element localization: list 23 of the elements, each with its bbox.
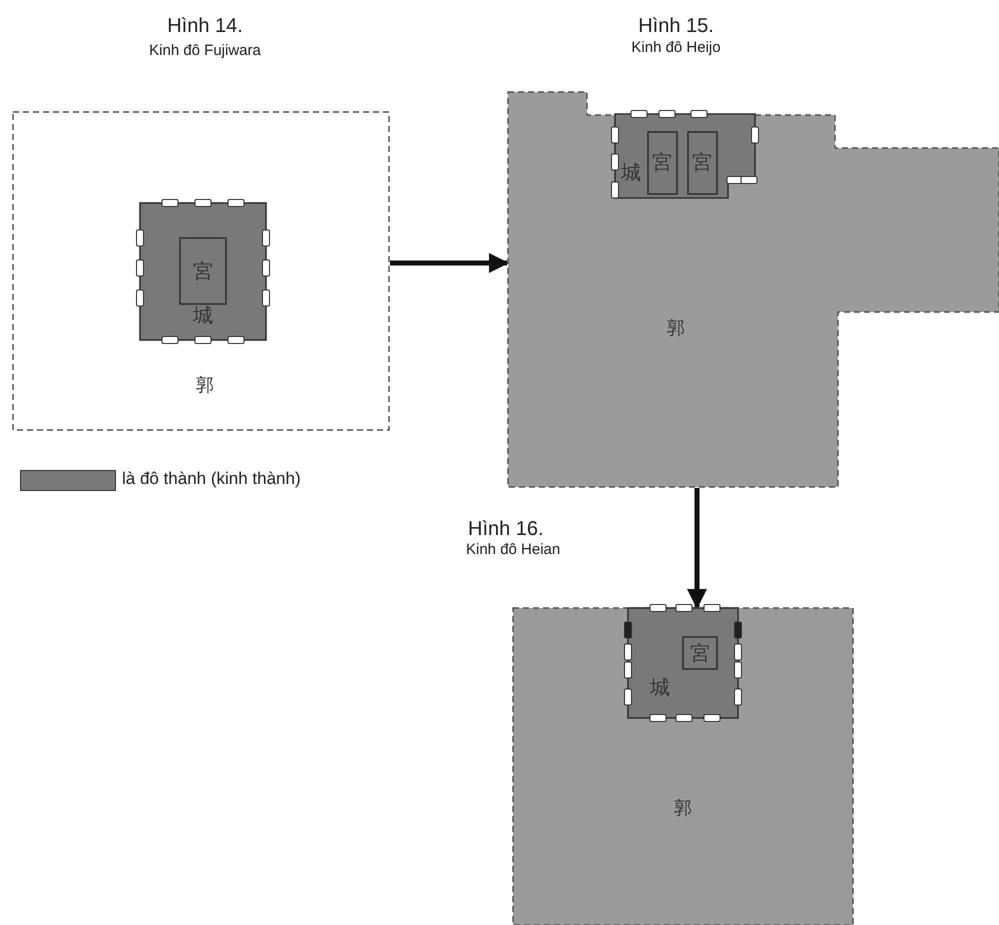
palace-box <box>688 132 717 194</box>
area-label: 宮 <box>690 640 710 667</box>
palace-box <box>648 132 677 194</box>
figure-subtitle: Kinh đô Heijo <box>631 39 721 56</box>
area-label: 城 <box>621 159 641 186</box>
area-label: 宮 <box>193 258 213 285</box>
figure-subtitle: Kinh đô Fujiwara <box>149 42 261 59</box>
arrow <box>687 488 707 609</box>
legend-label: là đô thành (kinh thành) <box>122 469 301 489</box>
district-label: 郭 <box>674 797 692 820</box>
figure-subtitle: Kinh đô Heian <box>466 541 560 558</box>
figure-title: Hình 14. <box>167 15 243 38</box>
district-label: 郭 <box>667 317 685 340</box>
figure-title: Hình 15. <box>638 15 714 38</box>
palace-box <box>683 637 717 669</box>
figure-title: Hình 16. <box>468 518 544 541</box>
district-label: 郭 <box>196 374 214 397</box>
area-label: 城 <box>650 674 670 701</box>
area-label: 宮 <box>692 149 712 176</box>
arrow <box>390 253 509 273</box>
area-label: 宮 <box>652 149 672 176</box>
palace-box <box>180 238 226 304</box>
area-label: 城 <box>193 302 213 329</box>
